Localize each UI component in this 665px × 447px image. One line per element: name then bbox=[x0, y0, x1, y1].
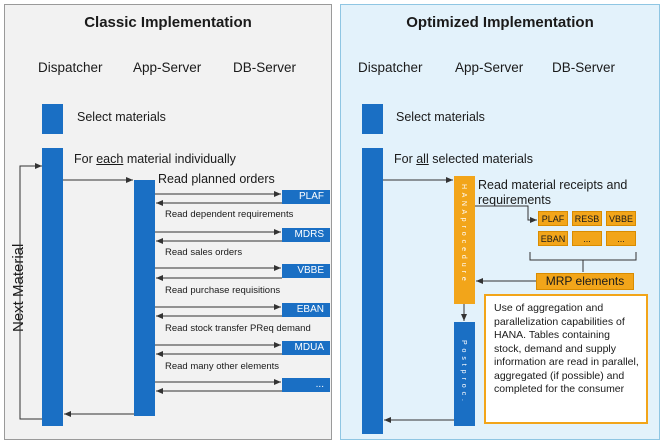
optimized-loop-label: For all selected materials bbox=[394, 152, 533, 166]
tables-brace bbox=[529, 252, 637, 261]
postproc-label: P o s t p r o c . bbox=[460, 340, 467, 403]
classic-read-label-1: Read dependent requirements bbox=[165, 209, 294, 220]
hana-procedure-label: H A N A p r o c e d u r e bbox=[460, 184, 467, 282]
optimized-select-bar bbox=[362, 104, 383, 134]
optimized-select-materials: Select materials bbox=[396, 110, 485, 124]
classic-select-bar bbox=[42, 104, 63, 134]
postproc-bar bbox=[454, 322, 475, 426]
classic-title: Classic Implementation bbox=[84, 14, 252, 31]
classic-table-mdua: MDUA bbox=[282, 341, 330, 355]
mrp-elements-box: MRP elements bbox=[536, 273, 634, 290]
optimized-loop-pre: For bbox=[394, 152, 417, 166]
classic-table-vbbe: VBBE bbox=[282, 264, 330, 278]
classic-table-plaf: PLAF bbox=[282, 190, 330, 204]
table-eban: EBAN bbox=[538, 231, 568, 246]
optimized-db-server-header: DB-Server bbox=[552, 60, 616, 75]
classic-loop-post: material individually bbox=[123, 152, 236, 166]
classic-app-server-header: App-Server bbox=[133, 60, 202, 75]
classic-app-server-bar bbox=[134, 180, 155, 416]
classic-db-server-header: DB-Server bbox=[233, 60, 297, 75]
table-resb: RESB bbox=[572, 211, 602, 226]
classic-loop-pre: For bbox=[74, 152, 97, 166]
classic-read-label-4: Read stock transfer PReq demand bbox=[165, 323, 311, 334]
classic-select-materials: Select materials bbox=[77, 110, 166, 124]
classic-loop-label: For each material individually bbox=[74, 152, 236, 166]
classic-read-label-5: Read many other elements bbox=[165, 361, 280, 372]
table-vbbe: VBBE bbox=[606, 211, 636, 226]
hana-read-arrow bbox=[475, 205, 537, 223]
table-more-1: ... bbox=[572, 231, 602, 246]
classic-dispatcher-loop-bar bbox=[42, 148, 63, 426]
table-more-2: ... bbox=[606, 231, 636, 246]
table-plaf: PLAF bbox=[538, 211, 568, 226]
classic-table-more: ... bbox=[282, 378, 330, 392]
classic-read-label-2: Read sales orders bbox=[165, 247, 243, 258]
hana-info-box: Use of aggregation and parallelization c… bbox=[484, 294, 648, 424]
classic-read-label-0: Read planned orders bbox=[158, 172, 275, 186]
optimized-title: Optimized Implementation bbox=[406, 14, 594, 31]
classic-loop-emphasis: each bbox=[96, 152, 124, 166]
next-material-loop-arrow bbox=[19, 163, 42, 420]
classic-dispatcher-header: Dispatcher bbox=[38, 60, 103, 75]
optimized-dispatcher-loop-bar bbox=[362, 148, 383, 434]
classic-table-eban: EBAN bbox=[282, 303, 330, 317]
read-receipts-label: Read material receipts and requirements bbox=[478, 178, 628, 207]
optimized-loop-emphasis: all bbox=[416, 152, 429, 166]
classic-read-label-3: Read purchase requisitions bbox=[165, 285, 281, 296]
optimized-dispatcher-header: Dispatcher bbox=[358, 60, 423, 75]
optimized-app-server-header: App-Server bbox=[455, 60, 524, 75]
optimized-loop-post: selected materials bbox=[428, 152, 533, 166]
hana-procedure-bar bbox=[454, 176, 475, 304]
classic-table-mdrs: MDRS bbox=[282, 228, 330, 242]
